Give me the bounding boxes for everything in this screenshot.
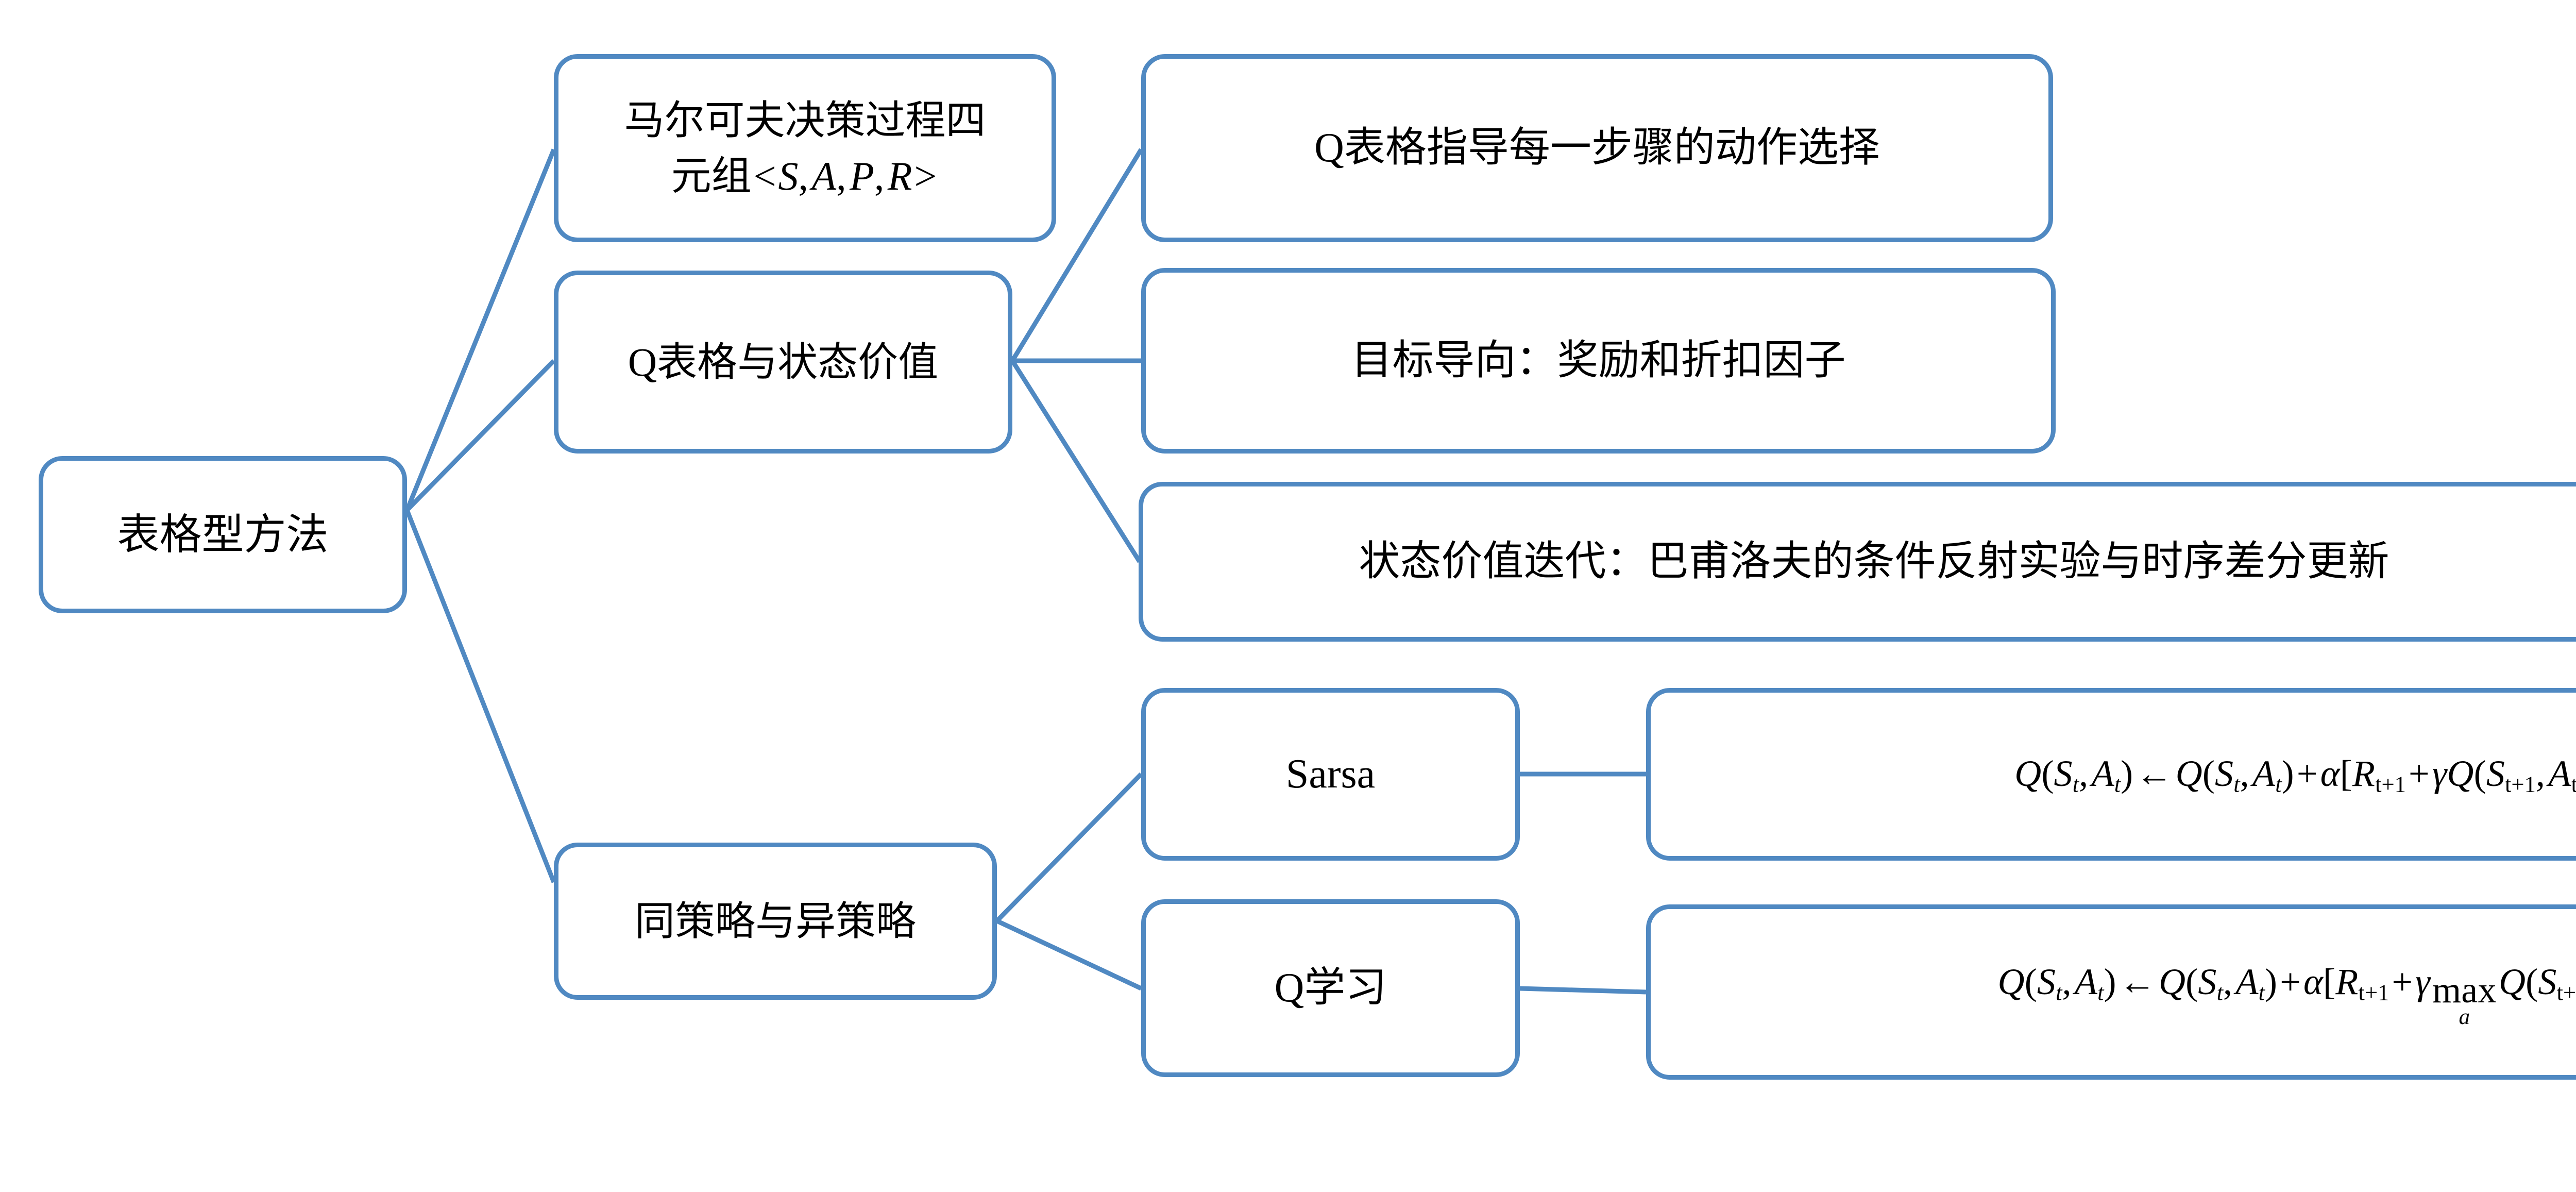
node-qlearn-label: Q学习 <box>1274 965 1387 1011</box>
edge-root-qtable <box>405 359 556 512</box>
node-sarsa-update-equation[interactable]: Q(St, At)←Q(St, At)+α[Rt+1+γQ(St+1, At+1… <box>1646 688 2576 861</box>
node-goal-label: 目标导向：奖励和折扣因子 <box>1351 338 1846 383</box>
node-mdp-tuple[interactable]: 马尔可夫决策过程四元组<S, A, P, R> <box>554 54 1056 242</box>
node-root-label: 表格型方法 <box>117 511 329 558</box>
qlearning-equation-text: Q(St, At)←Q(St, At)+α[Rt+1+γmaxaQ(St+1, … <box>1997 961 2576 1030</box>
edge-qlearning-equation <box>1519 986 1647 995</box>
edge-qtable-valueiter <box>1010 359 1142 563</box>
sarsa-equation-text: Q(St, At)←Q(St, At)+α[Rt+1+γQ(St+1, At+1… <box>2014 752 2576 797</box>
node-state-value-iteration[interactable]: 状态价值迭代：巴甫洛夫的条件反射实验与时序差分更新 <box>1139 482 2576 642</box>
node-on-policy-off-policy[interactable]: 同策略与异策略 <box>554 843 997 1000</box>
node-q-learning[interactable]: Q学习 <box>1141 899 1520 1077</box>
node-q-learning-update-equation[interactable]: Q(St, At)←Q(St, At)+α[Rt+1+γmaxaQ(St+1, … <box>1646 904 2576 1080</box>
node-q-table-and-state-value[interactable]: Q表格与状态价值 <box>554 271 1012 454</box>
node-sarsa[interactable]: Sarsa <box>1141 688 1520 861</box>
node-valueiter-label: 状态价值迭代：巴甫洛夫的条件反射实验与时序差分更新 <box>1359 539 2389 584</box>
node-root-tabular-methods[interactable]: 表格型方法 <box>39 456 407 613</box>
edge-root-mdp <box>404 148 556 511</box>
node-q-table-guides-action-selection[interactable]: Q表格指导每一步骤的动作选择 <box>1141 54 2053 242</box>
edge-policy-qlearning <box>996 918 1142 991</box>
node-mdp-label: 马尔可夫决策过程四元组<S, A, P, R> <box>624 97 986 198</box>
edge-root-policy <box>404 509 556 883</box>
node-goal-oriented-reward-discount[interactable]: 目标导向：奖励和折扣因子 <box>1141 268 2056 454</box>
node-sarsa-label: Sarsa <box>1285 751 1376 797</box>
node-policy-label: 同策略与异策略 <box>634 898 916 944</box>
edge-policy-sarsa <box>995 772 1143 923</box>
node-qguide-label: Q表格指导每一步骤的动作选择 <box>1314 125 1880 171</box>
node-qtable-label: Q表格与状态价值 <box>628 339 939 384</box>
